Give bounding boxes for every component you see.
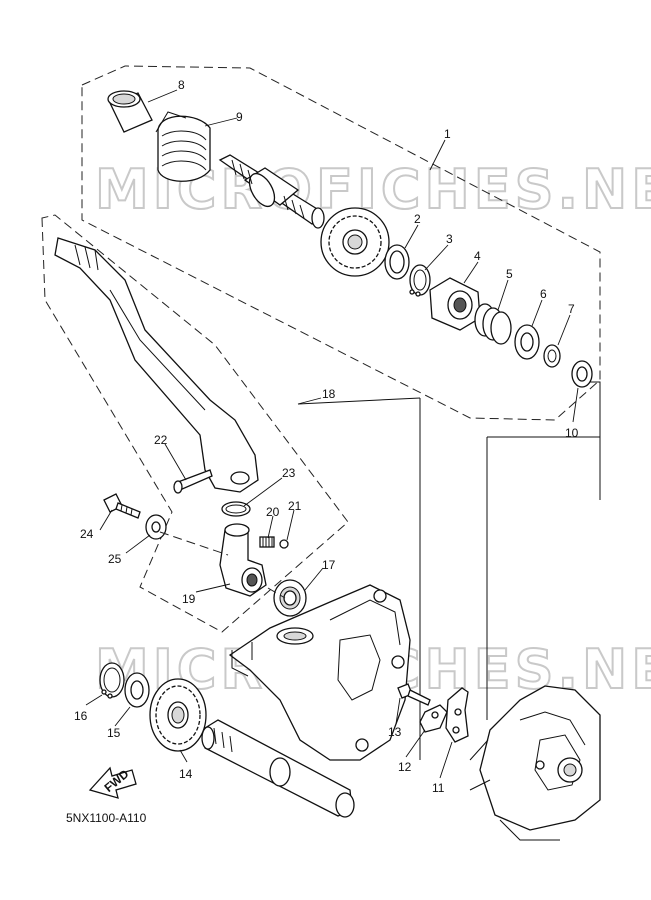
part-oil-seal[interactable]: [273, 579, 307, 617]
part-spring-5[interactable]: [474, 303, 512, 345]
callout-6[interactable]: 6: [540, 287, 547, 301]
callout-19[interactable]: 19: [182, 592, 196, 606]
callout-25[interactable]: 25: [108, 552, 122, 566]
callout-8[interactable]: 8: [178, 78, 185, 92]
part-bolt-22[interactable]: [173, 469, 213, 494]
callout-14[interactable]: 14: [179, 767, 193, 781]
callout-7[interactable]: 7: [568, 302, 575, 316]
part-bolt-24[interactable]: [103, 493, 141, 519]
part-kick-shaft[interactable]: [218, 154, 325, 229]
group-outline-kick-shaft: [81, 65, 601, 421]
part-ratchet[interactable]: [429, 277, 481, 331]
callout-1[interactable]: 1: [444, 127, 451, 141]
leader-lines: [85, 89, 579, 779]
part-collar[interactable]: [107, 90, 153, 133]
guide-lines: [159, 531, 286, 599]
part-plate-12[interactable]: [419, 704, 448, 733]
callout-labels: 1 2 3 4 5 6 7 8 9 10 11 12 13 14 15 16 1…: [74, 78, 579, 795]
callout-16[interactable]: 16: [74, 709, 88, 723]
callout-18[interactable]: 18: [322, 387, 336, 401]
callout-4[interactable]: 4: [474, 249, 481, 263]
callout-24[interactable]: 24: [80, 527, 94, 541]
callout-9[interactable]: 9: [236, 110, 243, 124]
part-washer-6[interactable]: [514, 324, 540, 360]
callout-3[interactable]: 3: [446, 232, 453, 246]
part-o-ring[interactable]: [221, 501, 251, 517]
part-washer-10[interactable]: [571, 360, 593, 388]
part-circlip-16[interactable]: [99, 662, 125, 699]
part-primary-shaft: [201, 719, 355, 818]
part-torsion-spring[interactable]: [155, 111, 211, 182]
part-washer-2[interactable]: [384, 244, 410, 280]
frame-line-group: [297, 397, 421, 405]
callout-17[interactable]: 17: [322, 558, 336, 572]
crankcase-cover: [228, 584, 411, 761]
part-kick-crank[interactable]: [54, 237, 259, 493]
callout-21[interactable]: 21: [288, 499, 302, 513]
part-bolt-13[interactable]: [397, 683, 431, 706]
callout-10[interactable]: 10: [565, 426, 579, 440]
part-circlip-3[interactable]: [409, 264, 431, 297]
callout-2[interactable]: 2: [414, 212, 421, 226]
callout-11[interactable]: 11: [432, 781, 445, 795]
part-spring-20[interactable]: [259, 536, 275, 548]
part-idler-gear[interactable]: [149, 678, 207, 752]
part-kick-gear[interactable]: [320, 207, 390, 277]
part-circlip-7[interactable]: [543, 344, 561, 368]
callout-15[interactable]: 15: [107, 726, 121, 740]
engine-housing-right: [469, 685, 601, 841]
callout-13[interactable]: 13: [388, 725, 402, 739]
part-washer-15[interactable]: [124, 672, 150, 708]
group-outline-kick-crank: [41, 214, 349, 633]
fwd-arrow: FWD: [88, 766, 137, 799]
frame-line-top-right: [585, 381, 601, 500]
part-ball[interactable]: [279, 539, 289, 549]
callout-20[interactable]: 20: [266, 505, 280, 519]
part-washer-25[interactable]: [145, 514, 167, 540]
diagram-code: 5NX1100-A110: [66, 811, 147, 825]
callout-5[interactable]: 5: [506, 267, 513, 281]
part-stopper[interactable]: [445, 687, 469, 743]
callout-12[interactable]: 12: [398, 760, 412, 774]
callout-22[interactable]: 22: [154, 433, 168, 447]
part-kick-boss[interactable]: [219, 523, 267, 597]
callout-23[interactable]: 23: [282, 466, 296, 480]
